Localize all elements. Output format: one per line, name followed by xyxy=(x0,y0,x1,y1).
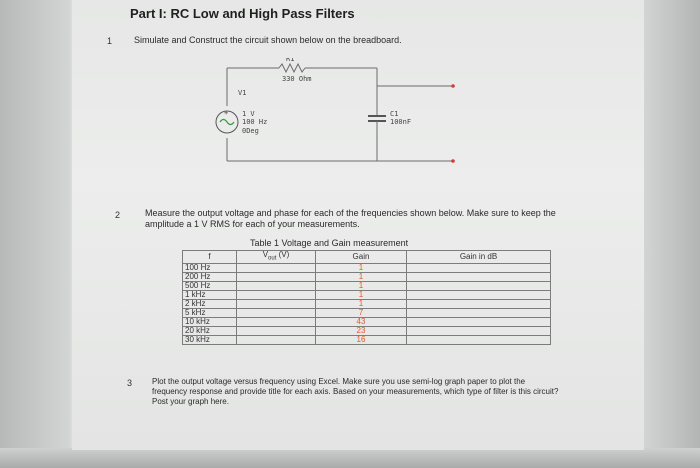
monitor-bezel-left xyxy=(0,0,70,468)
item-number-3: 3 xyxy=(127,378,133,388)
cell-gain-db[interactable] xyxy=(406,298,551,309)
item-text-3: Plot the output voltage versus frequency… xyxy=(152,377,559,406)
cell-gain: 7 xyxy=(315,307,407,318)
cell-frequency: 10 kHz xyxy=(182,316,237,327)
cell-vout[interactable] xyxy=(236,280,316,291)
cell-frequency: 100 Hz xyxy=(182,262,237,273)
table-row: 100 Hz 1 xyxy=(182,262,551,273)
monitor-bezel-bottom xyxy=(0,448,700,468)
table-row: 1 kHz 1 xyxy=(182,289,551,300)
rc-circuit-schematic: + R1 330 Ohm V1 1 V 100 Hz 0Deg C1 100nF xyxy=(215,58,455,163)
cell-vout[interactable] xyxy=(236,334,316,345)
cell-gain: 1 xyxy=(315,280,407,291)
resistor-name-label: R1 xyxy=(286,58,294,63)
monitor-bezel-right xyxy=(642,0,700,468)
table-row: 10 kHz 43 xyxy=(182,316,551,327)
table-header-row: f Vout (V) Gain Gain in dB xyxy=(182,250,551,264)
cell-gain: 23 xyxy=(315,325,407,336)
table-row: 500 Hz 1 xyxy=(182,280,551,291)
cell-gain-db[interactable] xyxy=(406,307,551,318)
table-row: 20 kHz 23 xyxy=(182,325,551,336)
cell-gain: 16 xyxy=(315,334,407,345)
cell-vout[interactable] xyxy=(236,262,316,273)
header-frequency: f xyxy=(182,250,237,264)
cell-vout[interactable] xyxy=(236,316,316,327)
cell-frequency: 200 Hz xyxy=(182,271,237,282)
measurement-table: f Vout (V) Gain Gain in dB 100 Hz 1 200 … xyxy=(182,250,551,345)
header-vout-unit: (V) xyxy=(276,250,290,259)
cell-gain-db[interactable] xyxy=(406,334,551,345)
source-name-label: V1 xyxy=(238,89,246,97)
cell-frequency: 2 kHz xyxy=(182,298,237,309)
table-caption: Table 1 Voltage and Gain measurement xyxy=(250,238,409,248)
source-amplitude-label: 1 V xyxy=(242,110,255,118)
source-frequency-label: 100 Hz xyxy=(242,118,267,126)
resistor-r1-symbol xyxy=(278,62,306,74)
cell-gain: 1 xyxy=(315,262,407,273)
capacitor-name-label: C1 xyxy=(390,110,398,118)
header-vout-main: V xyxy=(262,250,269,259)
cell-gain-db[interactable] xyxy=(406,289,551,300)
document-page: Part I: RC Low and High Pass Filters 1 S… xyxy=(72,0,644,450)
cell-gain-db[interactable] xyxy=(406,316,551,327)
output-terminal-bottom xyxy=(451,159,455,163)
item-text-1: Simulate and Construct the circuit shown… xyxy=(134,35,402,45)
sine-wave-icon xyxy=(219,118,235,126)
cell-vout[interactable] xyxy=(236,307,316,318)
cell-frequency: 5 kHz xyxy=(182,307,237,318)
header-vout-sub: out xyxy=(268,255,277,262)
source-phase-label: 0Deg xyxy=(242,127,259,135)
cell-gain: 1 xyxy=(315,298,407,309)
ac-source-icon xyxy=(215,110,239,134)
header-gain-db: Gain in dB xyxy=(406,250,551,264)
table-row: 30 kHz 16 xyxy=(182,334,551,345)
resistor-value-label: 330 Ohm xyxy=(282,75,312,83)
cell-gain: 1 xyxy=(315,271,407,282)
capacitor-value-label: 100nF xyxy=(390,118,411,126)
item-number-2: 2 xyxy=(115,210,121,220)
cell-vout[interactable] xyxy=(236,298,316,309)
table-row: 5 kHz 7 xyxy=(182,307,551,318)
cell-frequency: 30 kHz xyxy=(182,334,237,345)
cell-gain-db[interactable] xyxy=(406,280,551,291)
cell-gain-db[interactable] xyxy=(406,325,551,336)
cell-frequency: 500 Hz xyxy=(182,280,237,291)
cell-gain: 1 xyxy=(315,289,407,300)
cell-vout[interactable] xyxy=(236,325,316,336)
cell-gain-db[interactable] xyxy=(406,271,551,282)
output-terminal-top xyxy=(451,84,455,88)
cell-gain-db[interactable] xyxy=(406,262,551,273)
source-plus-sign: + xyxy=(224,109,228,117)
item-number-1: 1 xyxy=(107,36,113,46)
table-row: 2 kHz 1 xyxy=(182,298,551,309)
header-vout: Vout (V) xyxy=(236,250,316,264)
cell-frequency: 1 kHz xyxy=(182,289,237,300)
item-text-2: Measure the output voltage and phase for… xyxy=(145,208,556,229)
table-row: 200 Hz 1 xyxy=(182,271,551,282)
document-title: Part I: RC Low and High Pass Filters xyxy=(130,6,355,21)
header-gain: Gain xyxy=(315,250,407,264)
cell-vout[interactable] xyxy=(236,271,316,282)
cell-frequency: 20 kHz xyxy=(182,325,237,336)
cell-vout[interactable] xyxy=(236,289,316,300)
cell-gain: 43 xyxy=(315,316,407,327)
